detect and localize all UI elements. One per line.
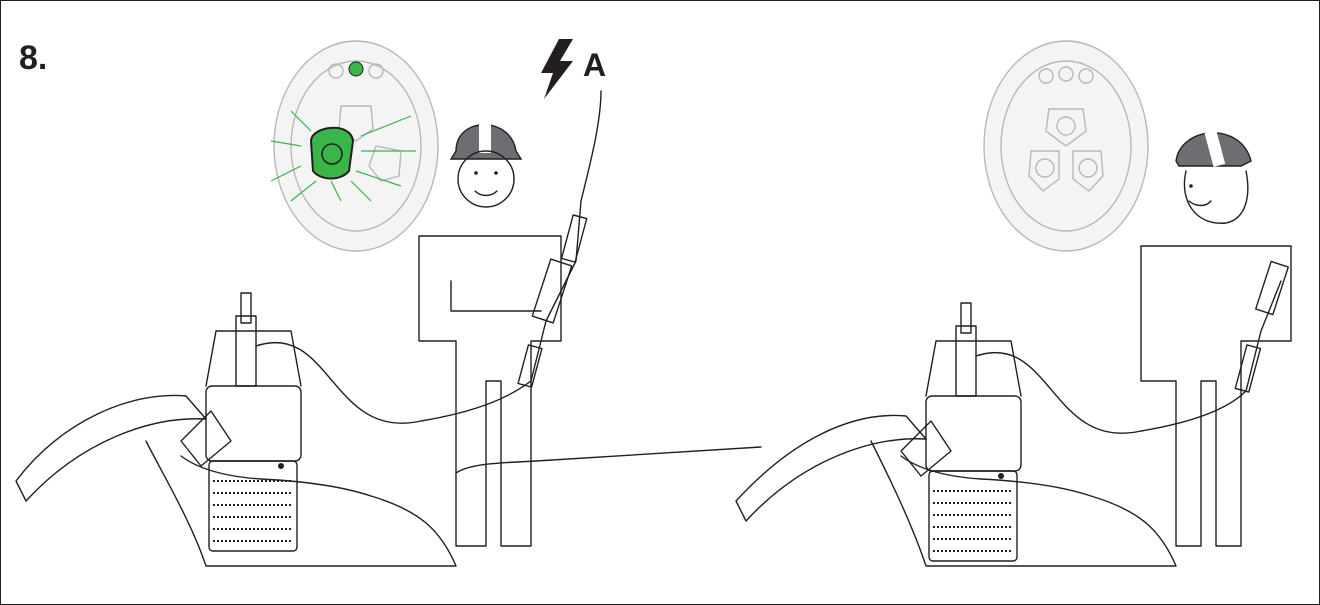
right-stop-button	[1072, 150, 1104, 192]
left-connector	[517, 214, 588, 388]
left-cable	[255, 90, 602, 424]
left-power-indicator	[348, 61, 364, 77]
right-scene	[735, 40, 1292, 567]
ground-line	[455, 446, 762, 474]
right-top-button	[1045, 108, 1087, 147]
right-control-panel	[983, 40, 1149, 252]
left-scene	[15, 40, 602, 567]
left-hose	[15, 394, 207, 502]
right-cable	[975, 280, 1282, 434]
lightning-bolt-icon	[541, 39, 573, 99]
left-worker	[418, 121, 562, 547]
left-control-panel	[270, 40, 439, 252]
right-worker	[1140, 130, 1292, 547]
right-start-button	[1028, 150, 1060, 192]
step-number: 8.	[19, 39, 48, 77]
right-power-indicator	[1058, 66, 1074, 82]
left-pit	[145, 440, 457, 567]
power-current-label: A	[583, 47, 607, 83]
right-pump	[900, 302, 1022, 562]
left-start-button-glow	[270, 110, 416, 202]
right-hose	[735, 414, 927, 522]
left-start-button	[309, 126, 355, 180]
left-pump	[180, 292, 302, 552]
right-pit	[870, 440, 1177, 567]
